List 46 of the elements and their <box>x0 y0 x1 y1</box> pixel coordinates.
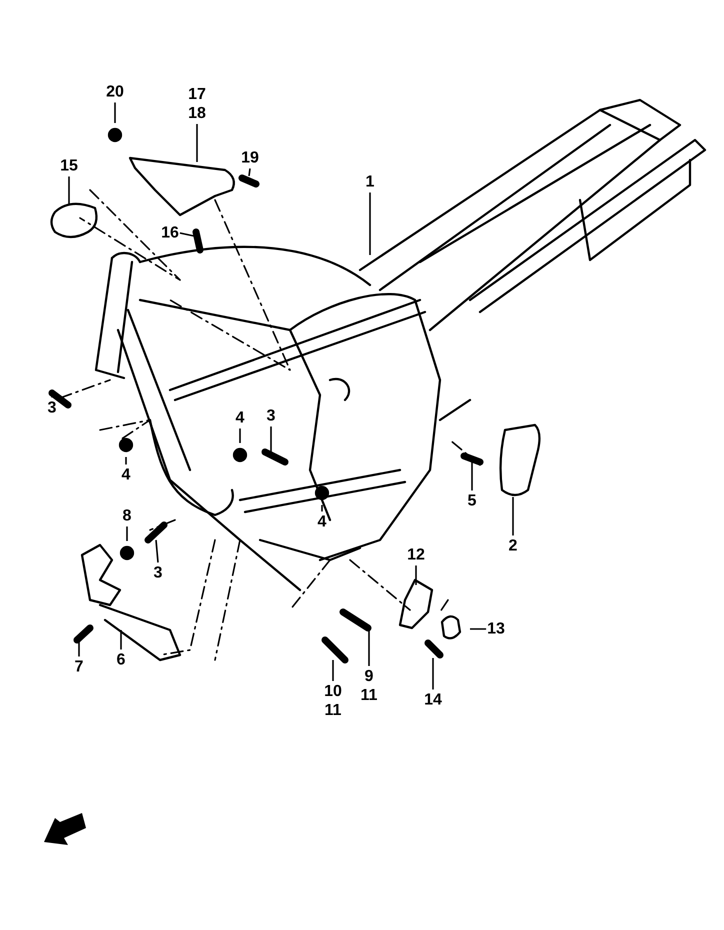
leader-line <box>470 628 486 630</box>
leader-line <box>78 642 80 656</box>
callout-number: 13 <box>487 620 505 638</box>
callout-number: 14 <box>424 690 442 710</box>
callout-number: 4 <box>122 466 130 484</box>
callout-number: 1 <box>366 172 374 192</box>
callout-number: 7 <box>74 658 84 676</box>
callout-number: 10 <box>324 682 342 701</box>
leader-line <box>321 505 323 512</box>
callout-number: 12 <box>407 546 425 564</box>
callout-number: 18 <box>188 104 206 123</box>
leader-line <box>270 426 272 452</box>
callout-number: 8 <box>122 506 132 526</box>
callout-number: 15 <box>60 156 78 176</box>
callout-number: 19 <box>241 148 259 168</box>
callout-number: 11 <box>360 686 378 705</box>
leader-line <box>125 457 127 464</box>
callout-number: 11 <box>324 701 342 720</box>
leader-line <box>120 630 122 650</box>
callout-number: 3 <box>266 406 276 426</box>
callout-number: 17 <box>188 85 206 104</box>
callout-number: 3 <box>154 564 162 582</box>
leader-line <box>369 192 371 255</box>
callout-number: 16 <box>161 224 179 242</box>
leader-line <box>239 428 241 443</box>
leader-line <box>68 176 70 205</box>
leader-line <box>432 658 434 690</box>
leader-line <box>196 124 198 162</box>
leader-line <box>126 526 128 541</box>
leader-line <box>471 462 473 490</box>
leader-line <box>114 102 116 123</box>
leader-line <box>155 540 159 563</box>
leader-line <box>332 660 334 681</box>
leader-line <box>248 168 251 176</box>
leader-line <box>512 497 514 536</box>
callout-number: 2 <box>508 536 518 556</box>
callout-number: 9 <box>364 667 374 686</box>
callout-number: 4 <box>318 512 326 532</box>
callout-number: 20 <box>106 82 124 102</box>
leader-line <box>415 566 417 585</box>
callout-number: 4 <box>236 408 244 428</box>
leader-line <box>180 232 194 237</box>
callout-number: 5 <box>468 492 476 510</box>
callout-number: 3 <box>48 398 56 418</box>
callout-number: 6 <box>116 650 126 670</box>
leader-line <box>368 630 370 666</box>
